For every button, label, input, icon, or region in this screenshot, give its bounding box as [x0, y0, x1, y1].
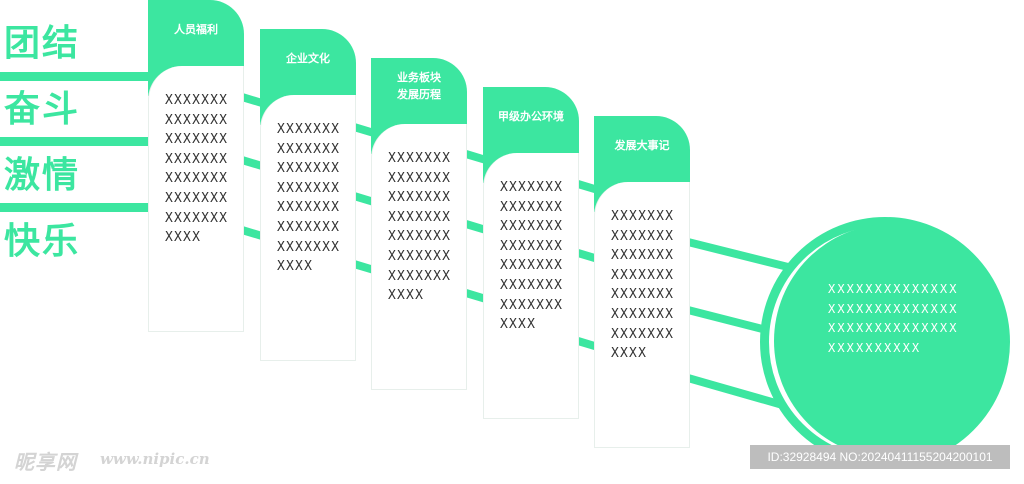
panel-text: XXXXXXXXXXXXXXXXXXXXXXXXXXXXXXXXXXXXXXXX…	[277, 122, 341, 275]
panel-text: XXXXXXXXXXXXXXXXXXXXXXXXXXXXXXXXXXXXXXXX…	[611, 209, 675, 362]
slogan-passion: 激情	[4, 155, 81, 196]
slogan-divider	[0, 137, 150, 146]
slogan-divider	[0, 203, 150, 212]
panel-body: XXXXXXXXXXXXXXXXXXXXXXXXXXXXXXXXXXXXXXXX…	[260, 95, 356, 361]
highlight-circle	[774, 224, 1008, 458]
slogan-unity: 团结	[4, 23, 81, 64]
panel-body: XXXXXXXXXXXXXXXXXXXXXXXXXXXXXXXXXXXXXXXX…	[483, 153, 579, 419]
slogan-happiness: 快乐	[4, 221, 81, 262]
panel-title: 甲级办公环境	[498, 111, 564, 123]
watermark-logo: 昵享网	[14, 450, 77, 474]
panel-title: 企业文化	[286, 53, 330, 65]
panel-text: XXXXXXXXXXXXXXXXXXXXXXXXXXXXXXXXXXXXXXXX…	[500, 180, 564, 333]
slogan-divider	[0, 72, 150, 81]
panel-text: XXXXXXXXXXXXXXXXXXXXXXXXXXXXXXXXXXXXXXXX…	[388, 151, 452, 304]
panel-title: 业务板块	[397, 72, 441, 84]
panel-text: XXXXXXXXXXXXXXXXXXXXXXXXXXXXXXXXXXXXXXXX…	[165, 93, 229, 246]
panel-body: XXXXXXXXXXXXXXXXXXXXXXXXXXXXXXXXXXXXXXXX…	[371, 124, 467, 390]
panel-title: 人员福利	[174, 24, 218, 36]
watermark-id: ID:32928494 NO:20240411155204200101	[750, 445, 1010, 469]
panel-body: XXXXXXXXXXXXXXXXXXXXXXXXXXXXXXXXXXXXXXXX…	[148, 66, 244, 332]
circle-text: XXXXXXXXXXXXXXXXXXXXXXXXXXXXXXXXXXXXXXXX…	[828, 282, 959, 355]
panel-title: 发展大事记	[614, 140, 670, 152]
slogan-struggle: 奋斗	[4, 89, 81, 130]
watermark-url: www.nipic.cn	[100, 450, 210, 468]
panel-title: 发展历程	[397, 89, 441, 101]
panel-body: XXXXXXXXXXXXXXXXXXXXXXXXXXXXXXXXXXXXXXXX…	[594, 182, 690, 448]
